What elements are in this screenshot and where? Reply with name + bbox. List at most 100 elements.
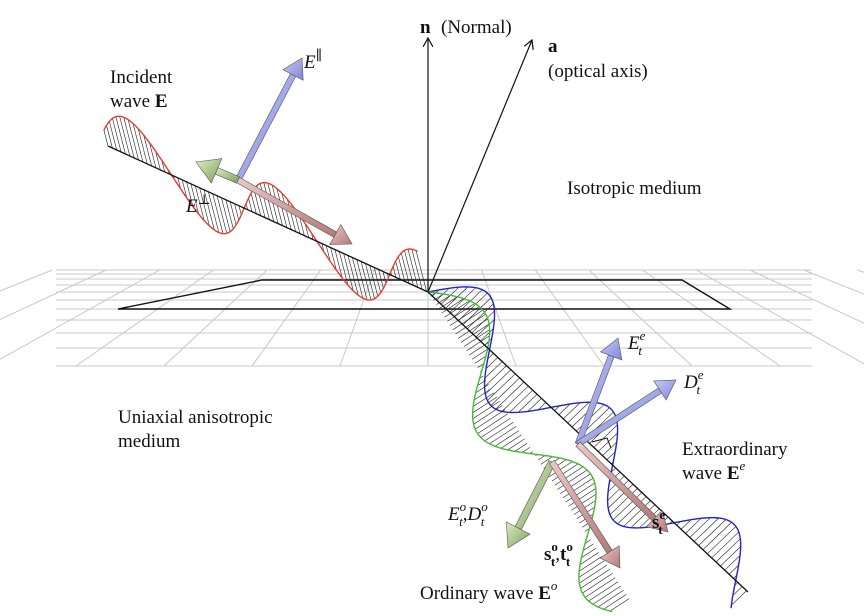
ordinary-wave-hatch bbox=[565, 482, 595, 503]
incident-wave-hatch bbox=[407, 249, 419, 288]
incident-wave-hatch bbox=[181, 179, 188, 199]
normal-symbol: n bbox=[420, 17, 431, 38]
dte-sub: t bbox=[697, 382, 701, 397]
incident-label-line1: Incident bbox=[110, 67, 173, 88]
extraordinary-wave-hatch bbox=[607, 484, 634, 509]
extraordinary-wave-hatch bbox=[680, 519, 692, 530]
ordinary-wave-hatch bbox=[474, 355, 487, 364]
e-perp-sup: ⊥ bbox=[198, 193, 211, 208]
incident-label-wave: wave bbox=[110, 91, 150, 112]
extraordinary-wave-hatch bbox=[724, 555, 741, 571]
dto-sub: t bbox=[481, 514, 485, 529]
extraordinary-wave-hatch bbox=[609, 488, 638, 515]
sto-sup: o bbox=[551, 539, 558, 554]
incident-poynting-vector-head bbox=[329, 224, 353, 245]
extraordinary-wave-hatch bbox=[612, 492, 643, 521]
e-perp-vector-shaft bbox=[214, 167, 240, 184]
ordinary-wave-hatch bbox=[460, 323, 490, 343]
extraordinary-wave-hatch bbox=[458, 292, 488, 321]
ordinary-wave-hatch bbox=[514, 442, 528, 452]
grid-line bbox=[696, 269, 864, 365]
incident-wave-hatch bbox=[356, 259, 368, 300]
grid-line bbox=[0, 269, 53, 292]
ordinary-wave-hatch bbox=[472, 392, 495, 407]
ordinary-wave-hatch bbox=[469, 341, 489, 356]
uniaxial-label-line1: Uniaxial anisotropic bbox=[118, 407, 273, 428]
grid-line bbox=[0, 269, 107, 320]
sto-symbol: s bbox=[544, 544, 551, 565]
incident-wave-hatch bbox=[352, 257, 364, 299]
ordinary-wave-hatch bbox=[433, 293, 444, 301]
eto-sup: o bbox=[460, 499, 467, 514]
ordinary-wave-hatch bbox=[557, 469, 588, 490]
extraordinary-wave-hatch bbox=[453, 289, 483, 317]
extraordinary-symbol: E bbox=[727, 463, 740, 484]
ste-sub: t bbox=[658, 522, 663, 537]
ordinary-wave-hatch bbox=[507, 438, 525, 451]
incident-poynting-vector-shaft bbox=[236, 176, 338, 238]
ordinary-wave-hatch bbox=[588, 581, 619, 602]
sto-sub: t bbox=[551, 554, 556, 569]
incident-label-symbol: E bbox=[155, 91, 168, 112]
ordinary-wave-hatch bbox=[474, 388, 492, 401]
ste-symbol: s bbox=[652, 512, 659, 533]
ordinary-wave-hatch bbox=[458, 318, 488, 339]
ste-vector-head bbox=[645, 509, 669, 533]
grid-line bbox=[588, 269, 693, 367]
extraordinary-wave-hatch bbox=[487, 373, 516, 401]
dto-sup: o bbox=[481, 499, 488, 514]
e-parallel-label: E∥ bbox=[303, 48, 322, 73]
incident-wave-hatch bbox=[360, 261, 372, 300]
grid-line bbox=[75, 269, 214, 367]
extraordinary-wave-hatch bbox=[445, 286, 469, 309]
ordinary-wave-hatch bbox=[521, 447, 531, 453]
ordinary-wave-hatch bbox=[584, 577, 616, 598]
incident-wave-hatch bbox=[415, 250, 427, 292]
ordinary-wave-label: Ordinary wave Eo bbox=[420, 578, 558, 604]
incident-wave-hatch bbox=[143, 135, 152, 166]
ordinary-wave-hatch bbox=[484, 421, 514, 442]
incident-wave-hatch bbox=[216, 195, 228, 234]
ordinary-wave-hatch bbox=[582, 573, 613, 594]
extraordinary-wave-hatch bbox=[693, 517, 719, 542]
extraordinary-wave-hatch bbox=[527, 398, 542, 412]
ordinary-wave-hatch bbox=[472, 400, 500, 420]
incident-wave-hatch bbox=[378, 269, 384, 289]
ordinary-wave-hatch bbox=[609, 598, 630, 612]
ordinary-wave-hatch bbox=[579, 564, 608, 584]
incident-wave-hatch bbox=[203, 189, 215, 231]
incident-wave-hatch bbox=[325, 245, 331, 262]
incident-wave-hatch bbox=[137, 128, 148, 164]
extraordinary-label-line2: wave Ee bbox=[682, 458, 746, 484]
extraordinary-wave-hatch bbox=[711, 531, 739, 559]
tto-symbol: t bbox=[560, 544, 567, 565]
ete-symbol: E bbox=[627, 333, 640, 354]
ete-sup: e bbox=[640, 328, 646, 343]
extraordinary-wave-hatch bbox=[495, 381, 525, 410]
grid-line bbox=[749, 269, 864, 324]
incident-wave-hatch bbox=[398, 256, 406, 282]
grid-line bbox=[163, 269, 268, 367]
incident-wave-hatch bbox=[392, 266, 397, 278]
extraordinary-wave-hatch bbox=[518, 394, 538, 413]
ordinary-wave-hatch bbox=[494, 430, 520, 447]
e-perp-vector-head bbox=[195, 158, 223, 184]
e-perp-symbol: E bbox=[185, 196, 198, 217]
extraordinary-wave-hatch bbox=[630, 504, 656, 528]
extraordinary-wave-hatch bbox=[617, 496, 647, 525]
ordinary-wave-hatch bbox=[477, 413, 509, 434]
sto-separator: , bbox=[555, 544, 560, 565]
e-perp-label: E⊥ bbox=[185, 193, 211, 217]
extraordinary-wave-hatch bbox=[449, 287, 476, 313]
eto-dto-vector-head bbox=[506, 521, 531, 549]
grid-line bbox=[251, 269, 322, 367]
e-parallel-symbol: E bbox=[303, 52, 316, 73]
ordinary-wave-hatch bbox=[473, 405, 503, 425]
incident-label-line2: wave E bbox=[110, 91, 168, 112]
ordinary-wave-hatch bbox=[582, 543, 594, 551]
extraordinary-wave-hatch bbox=[567, 402, 590, 424]
extraordinary-wave-hatch bbox=[558, 403, 571, 415]
